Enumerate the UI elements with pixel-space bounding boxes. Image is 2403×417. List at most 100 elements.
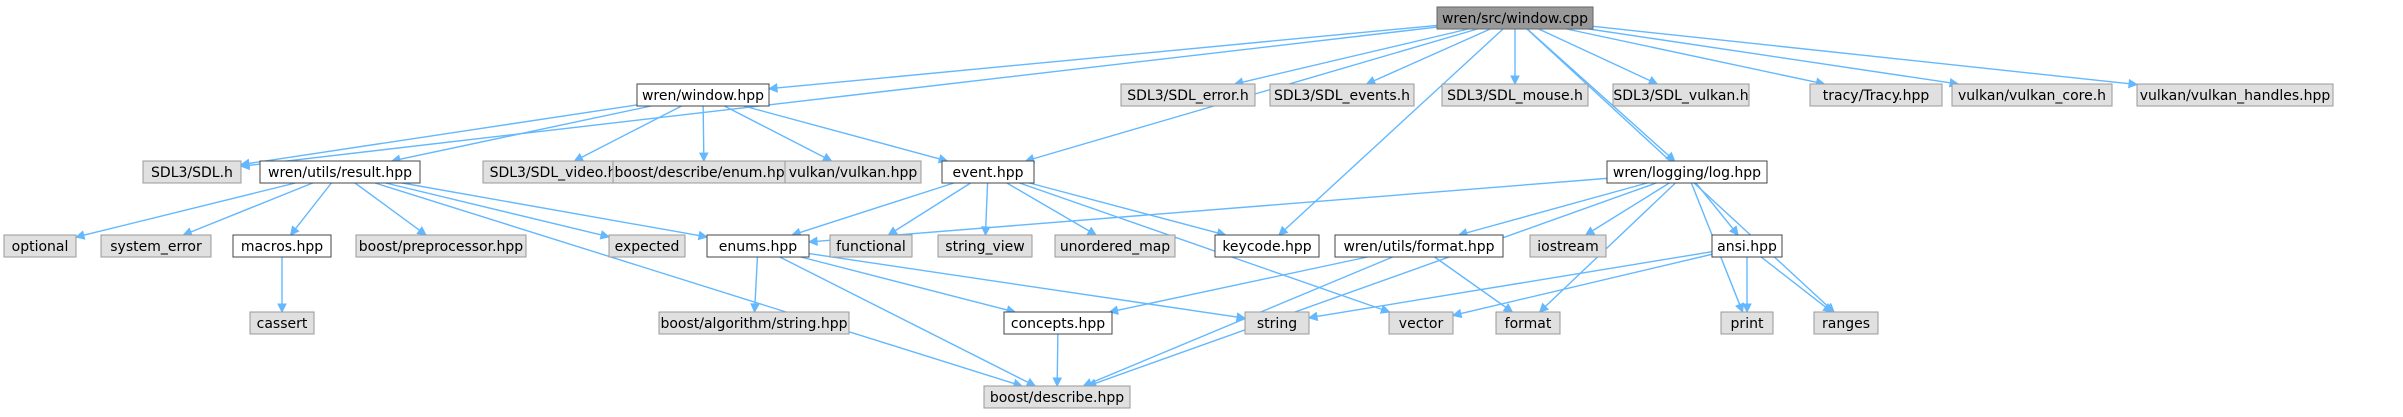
node-sdl_error[interactable]: SDL3/SDL_error.h	[1120, 83, 1256, 107]
arrowhead-icon	[697, 230, 709, 241]
node-sdl_h[interactable]: SDL3/SDL.h	[142, 160, 242, 184]
node-optional[interactable]: optional	[3, 234, 77, 258]
node-system_error[interactable]: system_error	[100, 234, 212, 258]
node-label: vector	[1399, 316, 1444, 332]
node-label: functional	[836, 239, 906, 255]
node-box	[1441, 83, 1589, 107]
node-box	[259, 160, 421, 184]
node-label: string	[1257, 316, 1297, 332]
arrowhead-icon	[1502, 303, 1514, 313]
node-iostream[interactable]: iostream	[1529, 234, 1607, 258]
edge-window_cpp-to-sdl_h	[239, 26, 1438, 171]
edge-concepts_hpp-to-describe_hpp	[1052, 333, 1063, 388]
node-label: vulkan/vulkan.hpp	[789, 165, 918, 181]
node-macros_hpp[interactable]: macros.hpp	[232, 234, 332, 258]
node-string[interactable]: string	[1244, 311, 1310, 335]
node-keycode_hpp[interactable]: keycode.hpp	[1214, 234, 1320, 258]
edge-format_hpp-to-format	[1434, 256, 1514, 313]
node-box	[3, 234, 77, 258]
arrowhead-icon	[1822, 302, 1833, 313]
arrowhead-icon	[807, 236, 818, 247]
edges-layer	[74, 24, 2139, 389]
arrowhead-icon	[1379, 304, 1391, 314]
node-box	[1003, 311, 1113, 335]
node-label: SDL3/SDL_vulkan.h	[1613, 88, 1748, 104]
node-sdl_video[interactable]: SDL3/SDL_video.h	[482, 160, 624, 184]
node-label: ranges	[1822, 316, 1870, 332]
node-unordered_map[interactable]: unordered_map	[1054, 234, 1176, 258]
node-label: cassert	[257, 316, 308, 332]
node-box	[232, 234, 332, 258]
node-enums_hpp[interactable]: enums.hpp	[706, 234, 810, 258]
node-box	[1813, 311, 1879, 335]
node-algorithm_string[interactable]: boost/algorithm/string.hpp	[658, 311, 850, 335]
node-vulkan_core[interactable]: vulkan/vulkan_core.h	[1951, 83, 2113, 107]
edge-window_cpp-to-sdl_mouse	[1510, 29, 1520, 86]
node-preprocessor[interactable]: boost/preprocessor.hpp	[355, 234, 527, 258]
node-box	[1951, 83, 2113, 107]
node-label: unordered_map	[1060, 239, 1170, 255]
edge-window_hpp-to-sdl_video	[573, 105, 682, 162]
node-box	[829, 234, 913, 258]
node-concepts_hpp[interactable]: concepts.hpp	[1003, 311, 1113, 335]
edge-result_hpp-to-preprocessor	[354, 182, 427, 236]
node-label: optional	[12, 239, 69, 255]
node-label: boost/describe/enum.hpp	[615, 165, 794, 181]
node-sdl_events[interactable]: SDL3/SDL_events.h	[1269, 83, 1415, 107]
node-result_hpp[interactable]: wren/utils/result.hpp	[259, 160, 421, 184]
node-box	[1244, 311, 1310, 335]
node-print[interactable]: print	[1720, 311, 1774, 335]
node-label: string_view	[945, 239, 1024, 255]
node-expected[interactable]: expected	[608, 234, 686, 258]
node-ranges[interactable]: ranges	[1813, 311, 1879, 335]
node-vector[interactable]: vector	[1388, 311, 1454, 335]
node-string_view[interactable]: string_view	[937, 234, 1033, 258]
node-label: boost/algorithm/string.hpp	[660, 316, 847, 332]
node-window_cpp[interactable]: wren/src/window.cpp	[1436, 6, 1594, 30]
node-window_hpp[interactable]: wren/window.hpp	[636, 83, 770, 107]
edge-format_hpp-to-describe_hpp	[1082, 256, 1393, 388]
node-vulkan_handles[interactable]: vulkan/vulkan_handles.hpp	[2136, 83, 2334, 107]
node-ansi_hpp[interactable]: ansi.hpp	[1711, 234, 1783, 258]
node-describe_hpp[interactable]: boost/describe.hpp	[983, 385, 1131, 409]
node-enum_hpp[interactable]: boost/describe/enum.hpp	[612, 160, 796, 184]
node-box	[1809, 83, 1943, 107]
edge-window_hpp-to-result_hpp	[390, 105, 652, 164]
node-label: wren/utils/result.hpp	[268, 165, 412, 181]
node-box	[1269, 83, 1415, 107]
edge-result_hpp-to-macros_hpp	[289, 182, 332, 236]
node-cassert[interactable]: cassert	[249, 311, 315, 335]
node-tracy[interactable]: tracy/Tracy.hpp	[1809, 83, 1943, 107]
node-label: wren/src/window.cpp	[1442, 11, 1588, 27]
node-box	[1606, 160, 1768, 184]
edge-macros_hpp-to-cassert	[277, 257, 287, 314]
node-sdl_vulkan[interactable]: SDL3/SDL_vulkan.h	[1612, 83, 1750, 107]
node-label: SDL3/SDL_error.h	[1127, 88, 1249, 104]
node-box	[1388, 311, 1454, 335]
edge-enums_hpp-to-algorithm_string	[750, 256, 760, 314]
node-sdl_mouse[interactable]: SDL3/SDL_mouse.h	[1441, 83, 1589, 107]
edge-window_cpp-to-vulkan_handles	[1592, 25, 2139, 89]
node-functional[interactable]: functional	[829, 234, 913, 258]
arrowhead-icon	[573, 152, 585, 162]
node-box	[784, 160, 922, 184]
node-label: wren/utils/format.hpp	[1343, 239, 1494, 255]
node-box	[1495, 311, 1561, 335]
node-box	[937, 234, 1033, 258]
arrowhead-icon	[980, 226, 991, 237]
node-vulkan_hpp[interactable]: vulkan/vulkan.hpp	[784, 160, 922, 184]
node-label: SDL3/SDL_video.h	[490, 165, 617, 181]
node-log_hpp[interactable]: wren/logging/log.hpp	[1606, 160, 1768, 184]
edge-enums_hpp-to-string	[808, 252, 1247, 322]
node-box	[249, 311, 315, 335]
node-event_hpp[interactable]: event.hpp	[941, 160, 1035, 184]
node-box	[1720, 311, 1774, 335]
arrowhead-icon	[1052, 377, 1063, 388]
node-label: tracy/Tracy.hpp	[1823, 88, 1930, 104]
edge-ansi_hpp-to-ranges	[1760, 256, 1833, 313]
node-format_hpp[interactable]: wren/utils/format.hpp	[1334, 234, 1504, 258]
edge-log_hpp-to-enums_hpp	[807, 177, 1608, 247]
node-box	[142, 160, 242, 184]
node-box	[706, 234, 810, 258]
node-format[interactable]: format	[1495, 311, 1561, 335]
